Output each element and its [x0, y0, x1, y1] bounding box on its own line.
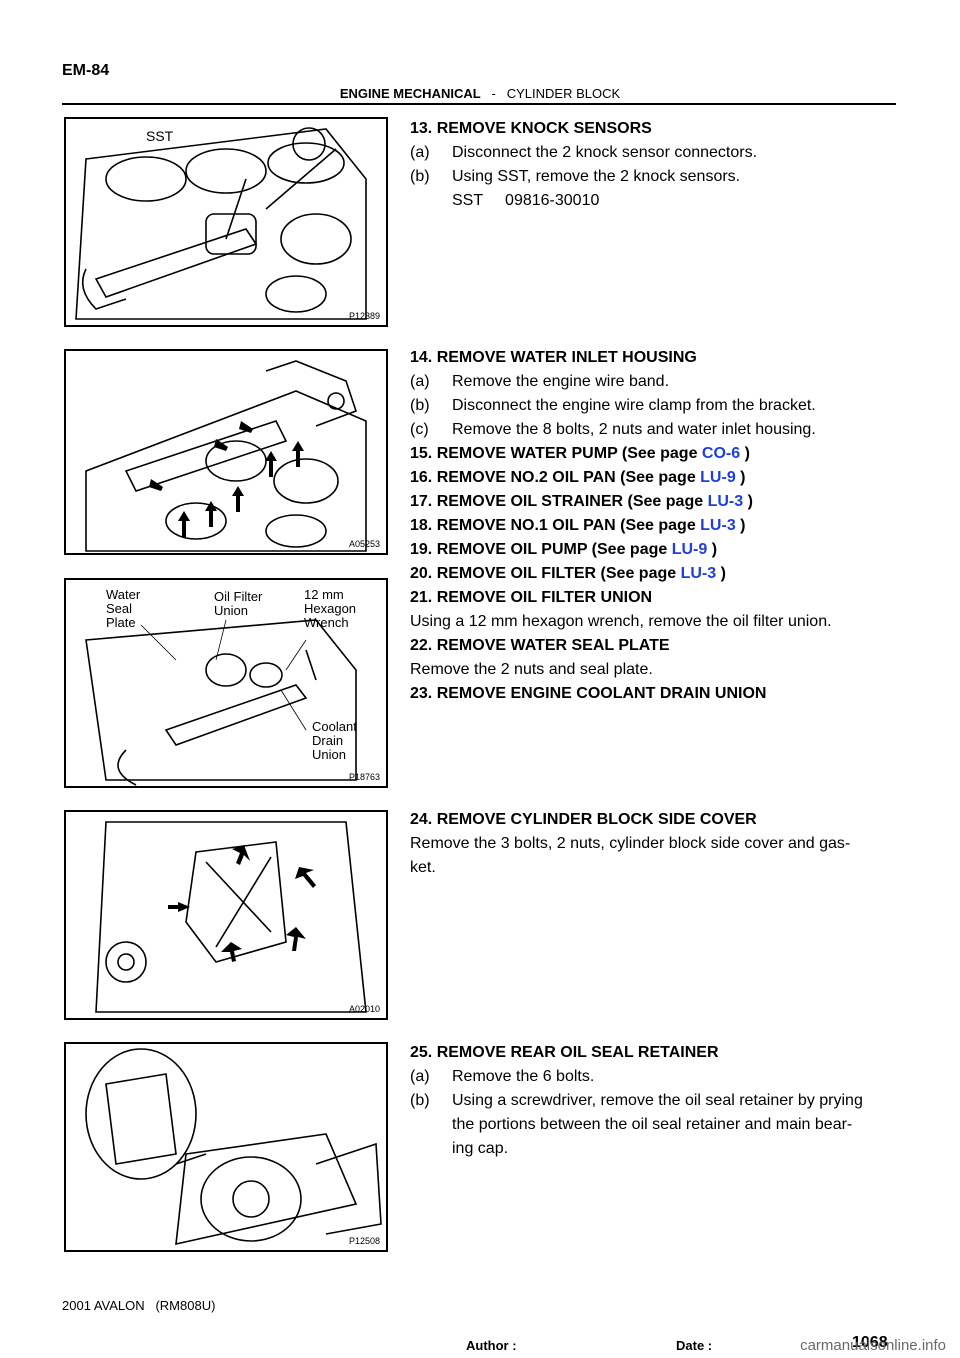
- step-heading: 19. REMOVE OIL PUMP (See page LU-9 ): [410, 541, 718, 558]
- page-link[interactable]: LU-3: [707, 493, 744, 510]
- label-oil-filter-union: Oil Filter Union: [214, 589, 263, 618]
- figure-side-cover: A02010: [64, 810, 388, 1020]
- step-heading: 23. REMOVE ENGINE COOLANT DRAIN UNION: [410, 685, 767, 702]
- label-sst: SST: [146, 128, 174, 144]
- watermark: carmanualsonline.info: [800, 1337, 946, 1354]
- step-heading: 14. REMOVE WATER INLET HOUSING: [410, 349, 697, 366]
- figure-water-inlet: A05253: [64, 349, 388, 555]
- figure-id: P12508: [348, 1236, 380, 1246]
- figure-id: A05253: [348, 539, 380, 549]
- subsection-title: CYLINDER BLOCK: [506, 86, 621, 101]
- substep: (b)Using a screwdriver, remove the oil s…: [410, 1092, 863, 1109]
- figure-id: A02010: [348, 1004, 380, 1014]
- rear-oil-seal-illustration: [85, 1048, 382, 1246]
- section-title: ENGINE MECHANICAL: [339, 86, 481, 101]
- running-header: ENGINE MECHANICAL - CYLINDER BLOCK: [0, 86, 960, 101]
- figure-id: P12389: [348, 311, 380, 321]
- step-heading: 24. REMOVE CYLINDER BLOCK SIDE COVER: [410, 811, 757, 828]
- figure-rear-oil-seal: P12508: [64, 1042, 388, 1252]
- text-block-13: 13. REMOVE KNOCK SENSORS (a)Disconnect t…: [410, 117, 900, 213]
- text-block-14-23: 14. REMOVE WATER INLET HOUSING (a)Remove…: [410, 346, 900, 706]
- step-heading: 16. REMOVE NO.2 OIL PAN (See page LU-9 ): [410, 469, 746, 486]
- step-heading: 20. REMOVE OIL FILTER (See page LU-3 ): [410, 565, 726, 582]
- substep: (c)Remove the 8 bolts, 2 nuts and water …: [410, 421, 816, 438]
- instruction-text: Remove the 3 bolts, 2 nuts, cylinder blo…: [410, 835, 851, 852]
- footer-author-label: Author :: [466, 1338, 517, 1353]
- step-heading: 15. REMOVE WATER PUMP (See page CO-6 ): [410, 445, 750, 462]
- label-water-seal-plate: Water Seal Plate: [106, 587, 141, 630]
- substep: (a)Remove the 6 bolts.: [410, 1068, 595, 1085]
- step-heading: 18. REMOVE NO.1 OIL PAN (See page LU-3 ): [410, 517, 746, 534]
- footer-model: 2001 AVALON (RM808U): [62, 1298, 216, 1313]
- page-link[interactable]: LU-3: [700, 517, 736, 534]
- substep: (a)Disconnect the 2 knock sensor connect…: [410, 144, 758, 161]
- step-heading: 25. REMOVE REAR OIL SEAL RETAINER: [410, 1044, 719, 1061]
- step-heading: 21. REMOVE OIL FILTER UNION: [410, 589, 653, 606]
- page-link[interactable]: LU-9: [671, 541, 708, 558]
- instruction-text: ing cap.: [452, 1140, 509, 1157]
- step-heading: 13. REMOVE KNOCK SENSORS: [410, 120, 652, 137]
- instruction-text: ket.: [410, 859, 436, 876]
- instruction-text: Using a 12 mm hexagon wrench, remove the…: [410, 613, 832, 630]
- text-block-24: 24. REMOVE CYLINDER BLOCK SIDE COVER Rem…: [410, 808, 900, 880]
- label-hexagon-wrench: 12 mm Hexagon Wrench: [304, 587, 357, 630]
- oil-filter-union-illustration: [85, 619, 357, 786]
- page-link[interactable]: LU-3: [680, 565, 717, 582]
- page-link[interactable]: LU-9: [700, 469, 736, 486]
- header-rule: [62, 103, 896, 105]
- sst-number: SST 09816-30010: [452, 192, 600, 209]
- text-block-25: 25. REMOVE REAR OIL SEAL RETAINER (a)Rem…: [410, 1041, 900, 1161]
- water-inlet-illustration: [85, 360, 367, 552]
- side-cover-illustration: [95, 821, 367, 1013]
- substep: (a)Remove the engine wire band.: [410, 373, 670, 390]
- step-heading: 22. REMOVE WATER SEAL PLATE: [410, 637, 670, 654]
- header-separator: -: [491, 86, 496, 101]
- figure-knock-sensor: SST P12389: [64, 117, 388, 327]
- page-code: EM-84: [62, 62, 110, 79]
- figure-id: P18763: [348, 772, 380, 782]
- instruction-text: Remove the 2 nuts and seal plate.: [410, 661, 653, 678]
- substep: (b)Disconnect the engine wire clamp from…: [410, 397, 816, 414]
- footer-page-number: 1068: [852, 1334, 888, 1351]
- substep: (b)Using SST, remove the 2 knock sensors…: [410, 168, 741, 185]
- step-heading: 17. REMOVE OIL STRAINER (See page LU-3 ): [410, 493, 753, 510]
- footer-date-label: Date :: [676, 1338, 713, 1353]
- label-coolant-drain-union: Coolant Drain Union: [312, 719, 357, 762]
- instruction-text: the portions between the oil seal retain…: [452, 1116, 853, 1133]
- page-link[interactable]: CO-6: [701, 445, 741, 462]
- figure-oil-filter-union: Water Seal Plate Oil Filter Union 12 mm …: [64, 578, 388, 788]
- knock-sensor-illustration: SST: [75, 127, 367, 320]
